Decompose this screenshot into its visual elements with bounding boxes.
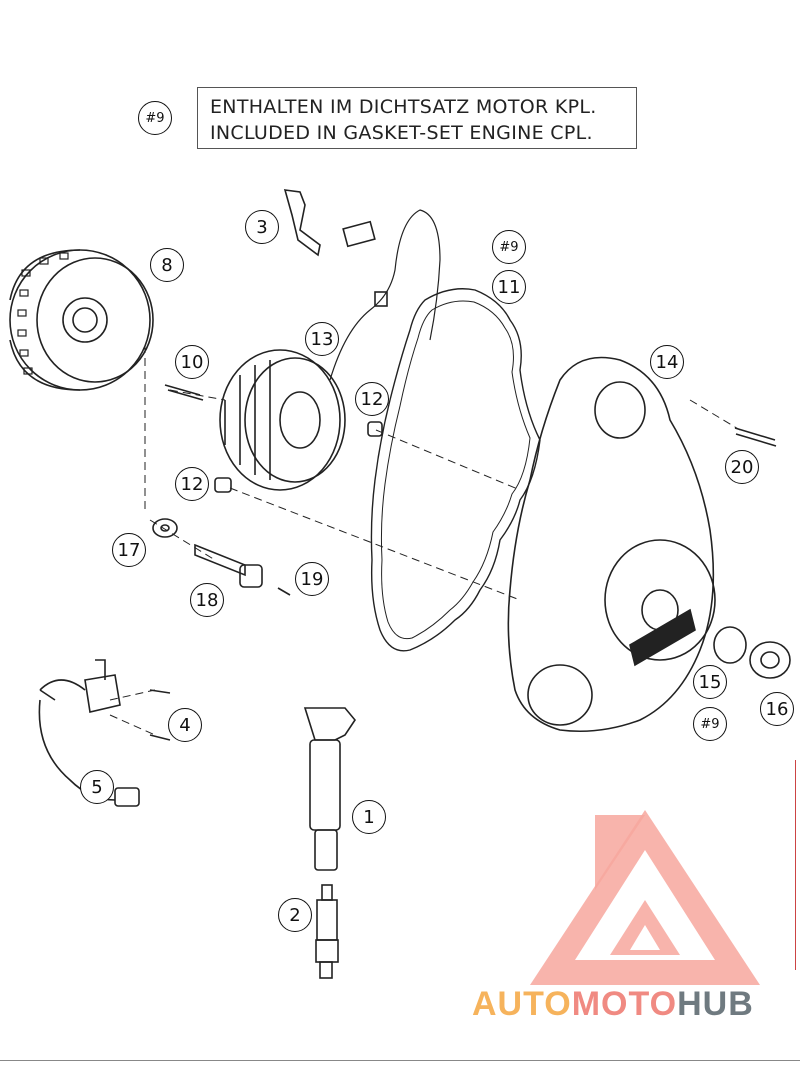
callout-13: 13 (305, 322, 339, 356)
callout-11: 11 (492, 270, 526, 304)
callout-3: 3 (245, 210, 279, 244)
brand-part-hub: HUB (677, 985, 754, 1023)
stator (219, 349, 346, 491)
brand-part-auto: AUTO (472, 985, 572, 1023)
callout-1: 1 (352, 800, 386, 834)
callout-17: 17 (112, 533, 146, 567)
callout-12-lower: 12 (175, 467, 209, 501)
stator-wire (329, 209, 441, 381)
note-line-german: ENTHALTEN IM DICHTSATZ MOTOR KPL. (210, 96, 597, 118)
callout-8: 8 (150, 248, 184, 282)
callout-20: 20 (725, 450, 759, 484)
ignition-coil (303, 707, 356, 871)
right-edge-line (795, 760, 796, 970)
callout-12-upper: 12 (355, 382, 389, 416)
callout-15: 15 (693, 665, 727, 699)
ignition-cover (507, 356, 716, 732)
flywheel-rotor (9, 249, 154, 391)
spark-plug (315, 884, 339, 979)
gasket (370, 288, 541, 652)
watermark-logo (530, 810, 760, 985)
bracket-part (283, 189, 321, 257)
callout-15-ref: #9 (693, 707, 727, 741)
bottom-divider (0, 1060, 800, 1061)
callout-2: 2 (278, 898, 312, 932)
callout-4: 4 (168, 708, 202, 742)
callout-10: 10 (175, 345, 209, 379)
callout-5: 5 (80, 770, 114, 804)
note-ref-badge: #9 (138, 101, 172, 135)
brand-watermark-text: AUTOMOTOHUB (472, 985, 792, 1023)
callout-19: 19 (295, 562, 329, 596)
callout-16: 16 (760, 692, 794, 726)
callout-14: 14 (650, 345, 684, 379)
callout-18: 18 (190, 583, 224, 617)
gasket-set-note: ENTHALTEN IM DICHTSATZ MOTOR KPL. INCLUD… (197, 87, 637, 149)
callout-11-ref: #9 (492, 230, 526, 264)
pickup-sensor (38, 659, 171, 807)
note-line-english: INCLUDED IN GASKET-SET ENGINE CPL. (210, 122, 593, 144)
brand-part-moto: MOTO (571, 985, 678, 1023)
